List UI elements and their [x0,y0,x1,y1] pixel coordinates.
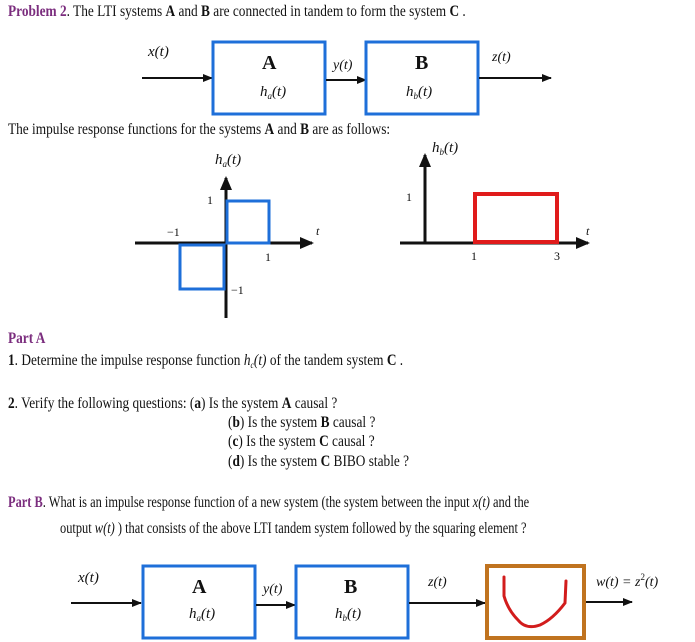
part-a-q2: 2. Verify the following questions: (a) I… [8,395,338,412]
part-b-line2: output w(t) ) that consists of the above… [60,520,527,537]
block-a [211,40,327,116]
plot-ha-t: t [316,224,320,238]
block-b-name: B [415,52,429,74]
bottom-input-label-x: x(t) [78,570,99,586]
block-a-func: ha(t) [260,84,287,101]
plot-ha-tick-yneg1: −1 [231,283,244,297]
problem-statement: Problem 2. The LTI systems A and B are c… [8,3,466,20]
bottom-mid-label-y: y(t) [263,582,283,597]
plot-hb-tick-x3: 3 [554,249,560,263]
bottom-block-a-func: ha(t) [189,606,216,623]
plot-hb-ylabel: hb(t) [432,140,459,157]
plot-hb-tick-y1: 1 [406,190,412,204]
problem-label: Problem 2 [8,3,67,20]
top-block-diagram [142,40,552,116]
plot-hb [400,153,590,249]
squaring-block [485,564,586,640]
bottom-block-diagram [71,564,633,640]
plot-ha-tick-x1: 1 [265,250,271,264]
part-a-q2-d: (d) Is the system C BIBO stable ? [228,453,410,470]
part-a-heading: Part A [8,330,46,347]
block-b-bottom [294,564,410,640]
output-label-z: z(t) [492,50,511,65]
plot-hb-t: t [586,224,590,238]
bottom-block-b-func: hb(t) [335,606,362,623]
plot-ha-ylabel: ha(t) [215,152,242,169]
impulse-intro: The impulse response functions for the s… [8,121,391,138]
part-a-q1: 1. Determine the impulse response functi… [8,352,404,370]
plot-ha [135,176,314,318]
plot-ha-tick-y1: 1 [207,193,213,207]
bottom-block-a-name: A [192,576,207,598]
part-a-q2-b: (b) Is the system B causal ? [228,414,376,431]
parabola-icon [502,575,568,629]
bottom-output-w-label: w(t) = z2(t) [596,572,659,590]
part-b-line1: Part B. What is an impulse response func… [8,494,530,511]
plot-ha-tick-xneg1: −1 [167,225,180,239]
block-a-name: A [262,52,277,74]
block-b-func: hb(t) [406,84,433,101]
input-label-x: x(t) [148,44,169,60]
plot-hb-tick-x1: 1 [471,249,477,263]
block-b [364,40,480,116]
bottom-z-label: z(t) [428,575,447,590]
bottom-block-b-name: B [344,576,358,598]
part-a-q2-c: (c) Is the system C causal ? [228,433,375,450]
block-a-bottom [141,564,257,640]
mid-label-y: y(t) [333,58,353,73]
